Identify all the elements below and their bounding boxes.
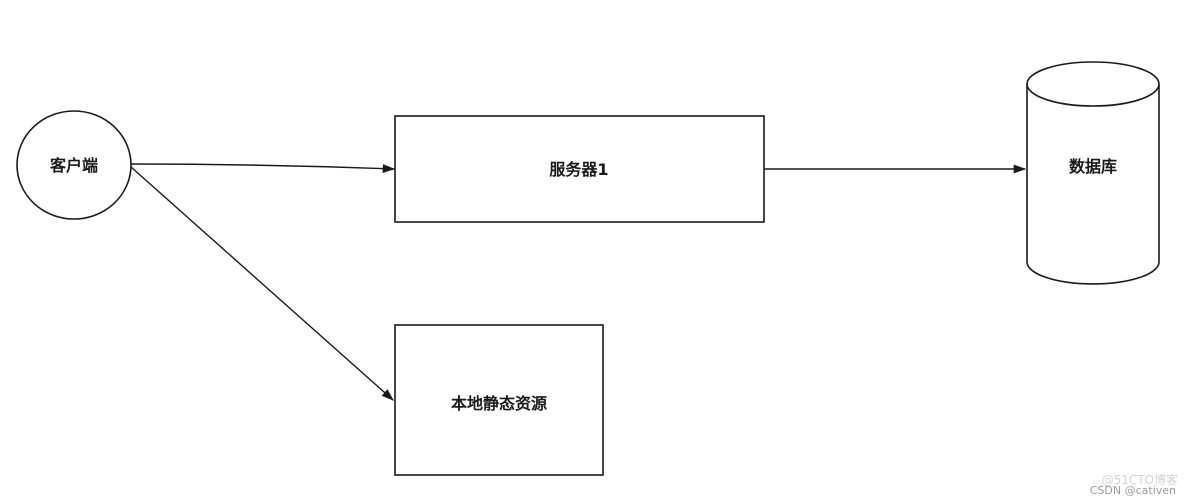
server-node: 服务器1 — [394, 115, 765, 223]
static-resources-node: 本地静态资源 — [394, 324, 604, 476]
static-resources-box — [394, 324, 604, 476]
arrow-client-to-server — [130, 163, 396, 173]
server-label: 服务器1 — [549, 160, 608, 179]
watermark-site: @51CTO博客 — [1102, 472, 1178, 487]
database-label: 数据库 — [1069, 157, 1117, 176]
database-node: 数据库 — [1026, 61, 1160, 285]
server-box — [394, 115, 765, 223]
watermark-author: CSDN @cativen — [1090, 484, 1176, 497]
arrow-client-to-static-resources — [130, 166, 394, 401]
static-resources-label: 本地静态资源 — [451, 394, 547, 413]
database-cylinder-top — [1026, 61, 1160, 107]
client-node: 客户端 — [16, 110, 132, 220]
client-circle — [16, 110, 132, 220]
client-label: 客户端 — [50, 156, 98, 175]
database-cylinder-body — [1026, 84, 1160, 285]
